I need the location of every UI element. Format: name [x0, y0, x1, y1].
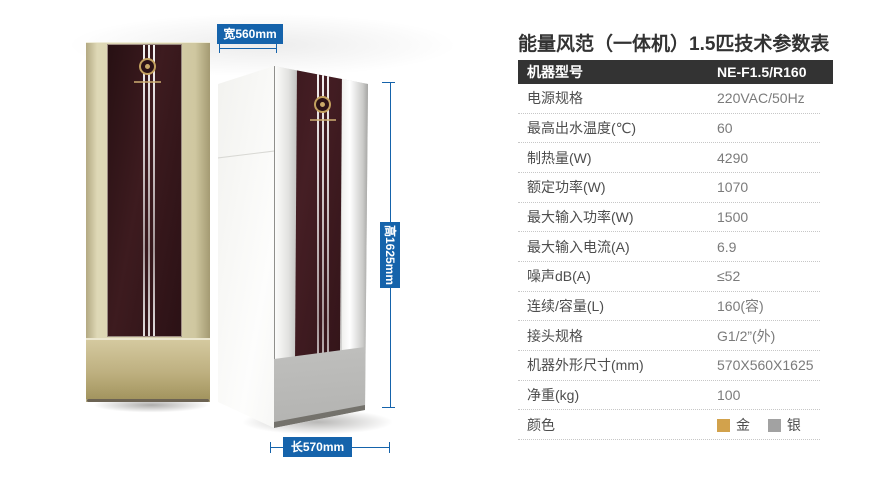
gold-unit-base [87, 399, 209, 402]
silver-unit-front-face [274, 66, 368, 428]
spec-row-label: 最大输入功率(W) [527, 208, 634, 225]
spec-row-value: 4290 [717, 149, 749, 166]
spec-row-label: 制热量(W) [527, 149, 592, 166]
spec-row-label: 机器外形尺寸(mm) [527, 357, 644, 374]
spec-row-label: 连续/容量(L) [527, 297, 604, 314]
spec-row-value: 100 [717, 386, 741, 403]
spec-row-value: 570X560X1625 [717, 357, 814, 374]
spec-header-label: 机器型号 [527, 64, 583, 80]
decor-stripe [322, 66, 324, 363]
spec-table: 能量风范（一体机）1.5匹技术参数表 机器型号 NE-F1.5/R160 电源规… [518, 33, 858, 440]
silver-unit-side-face [218, 66, 274, 428]
gold-unit-lower-panel [86, 338, 210, 399]
spec-row-value: 1500 [717, 208, 749, 225]
spec-row: 额定功率(W) 1070 [518, 173, 820, 203]
spec-row-color: 颜色 金 银 [518, 410, 820, 440]
spec-row: 机器外形尺寸(mm) 570X560X1625 [518, 351, 820, 381]
spec-header-value: NE-F1.5/R160 [717, 64, 807, 80]
spec-header-row: 机器型号 NE-F1.5/R160 [518, 60, 833, 84]
gold-unit-center-panel [107, 44, 182, 337]
spec-row-label: 最高出水温度(℃) [527, 119, 637, 136]
color-swatch-gold [717, 418, 730, 432]
spec-row-label: 最大输入电流(A) [527, 238, 630, 255]
color-options: 金 银 [717, 415, 801, 435]
spec-row: 连续/容量(L) 160(容) [518, 292, 820, 322]
spec-row-value: 6.9 [717, 238, 737, 255]
spec-row-value: 220VAC/50Hz [717, 90, 805, 107]
spec-row-value: G1/2”(外) [717, 327, 776, 344]
brand-wordmark [310, 119, 336, 121]
brand-emblem-icon [314, 96, 331, 113]
silver-unit-center-panel [295, 66, 342, 363]
spec-row-value: 60 [717, 119, 733, 136]
spec-row-label: 颜色 [527, 416, 555, 433]
height-dimension-label: 高1625mm [380, 222, 400, 288]
product-visual: 宽560mm 高1625mm 长570mm [0, 0, 505, 457]
spec-row-label: 噪声dB(A) [527, 268, 591, 285]
color-option-label: 银 [786, 416, 801, 433]
brand-wordmark [134, 81, 161, 83]
width-dimension-line [219, 44, 277, 53]
brand-emblem-icon [139, 58, 156, 75]
side-panel-seam [218, 150, 274, 159]
decor-stripe [317, 66, 319, 363]
spec-row: 噪声dB(A) ≤52 [518, 262, 820, 292]
spec-row-value: 160(容) [717, 297, 764, 314]
front-corner-edge [274, 66, 275, 428]
gold-unit-image [86, 42, 210, 402]
spec-row-label: 额定功率(W) [527, 179, 606, 196]
spec-row: 制热量(W) 4290 [518, 143, 820, 173]
spec-row: 接头规格 G1/2”(外) [518, 321, 820, 351]
spec-row-label: 净重(kg) [527, 386, 580, 403]
spec-row: 最高出水温度(℃) 60 [518, 114, 820, 144]
front-left-strip [275, 66, 297, 428]
decor-stripe [327, 66, 329, 363]
decor-stripe [153, 45, 155, 336]
spec-row-label: 电源规格 [527, 90, 583, 107]
spec-table-title: 能量风范（一体机）1.5匹技术参数表 [518, 34, 830, 55]
decor-stripe [143, 45, 145, 336]
spec-row: 最大输入电流(A) 6.9 [518, 232, 820, 262]
color-swatch-silver [767, 418, 781, 432]
length-dimension-label: 长570mm [283, 437, 352, 457]
decor-stripe [148, 45, 150, 336]
width-dimension-label: 宽560mm [217, 24, 283, 44]
spec-row: 电源规格 220VAC/50Hz [518, 84, 820, 114]
spec-row-value: 1070 [717, 179, 749, 196]
color-option-label: 金 [736, 416, 750, 433]
spec-row-label: 接头规格 [527, 327, 583, 344]
spec-row: 净重(kg) 100 [518, 381, 820, 411]
spec-row: 最大输入功率(W) 1500 [518, 203, 820, 233]
spec-row-value: ≤52 [717, 268, 741, 285]
silver-unit-image [218, 64, 368, 430]
